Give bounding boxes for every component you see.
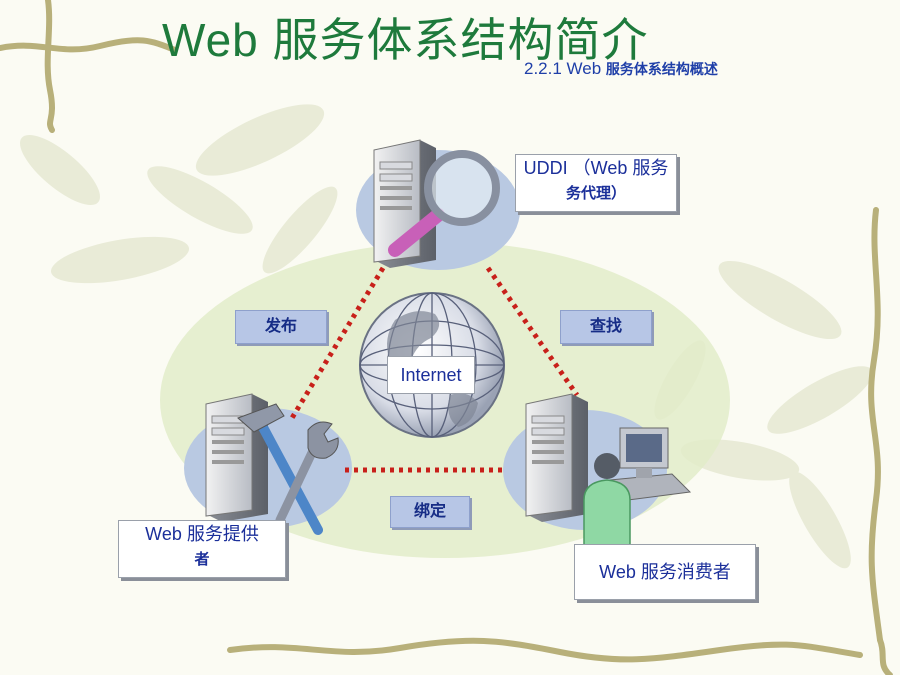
- consumer-label-text: Web 服务消费者: [599, 562, 731, 582]
- slide-subtitle: 2.2.1 Web 服务体系结构概述: [524, 59, 718, 79]
- broker-label-line2: 务代理）: [565, 185, 626, 202]
- broker-label: UDDI （Web 服务 务代理）: [515, 154, 677, 212]
- wrench-icon: [275, 421, 339, 525]
- broker-label-line1: UDDI （Web 服务: [523, 158, 669, 178]
- provider-label-line2: 者: [194, 551, 210, 568]
- publish-label: 发布: [235, 310, 327, 344]
- subtitle-prefix: 2.2.1 Web: [524, 59, 602, 78]
- server-icon: [525, 393, 588, 522]
- find-line: [485, 266, 580, 397]
- consumer-label: Web 服务消费者: [574, 544, 756, 600]
- slide-title: Web 服务体系结构简介: [162, 14, 649, 66]
- provider-label-line1: Web 服务提供: [145, 524, 259, 544]
- provider-label: Web 服务提供 者: [118, 520, 286, 578]
- internet-label: Internet: [387, 356, 475, 394]
- publish-line: [289, 266, 386, 420]
- find-label: 查找: [560, 310, 652, 344]
- subtitle-bold: 服务体系结构概述: [605, 61, 718, 77]
- desktop-computer-icon: [608, 427, 692, 501]
- person-icon: [583, 453, 631, 549]
- magnifier-icon: [388, 150, 500, 257]
- bind-label: 绑定: [390, 496, 470, 528]
- hammer-icon: [237, 403, 323, 535]
